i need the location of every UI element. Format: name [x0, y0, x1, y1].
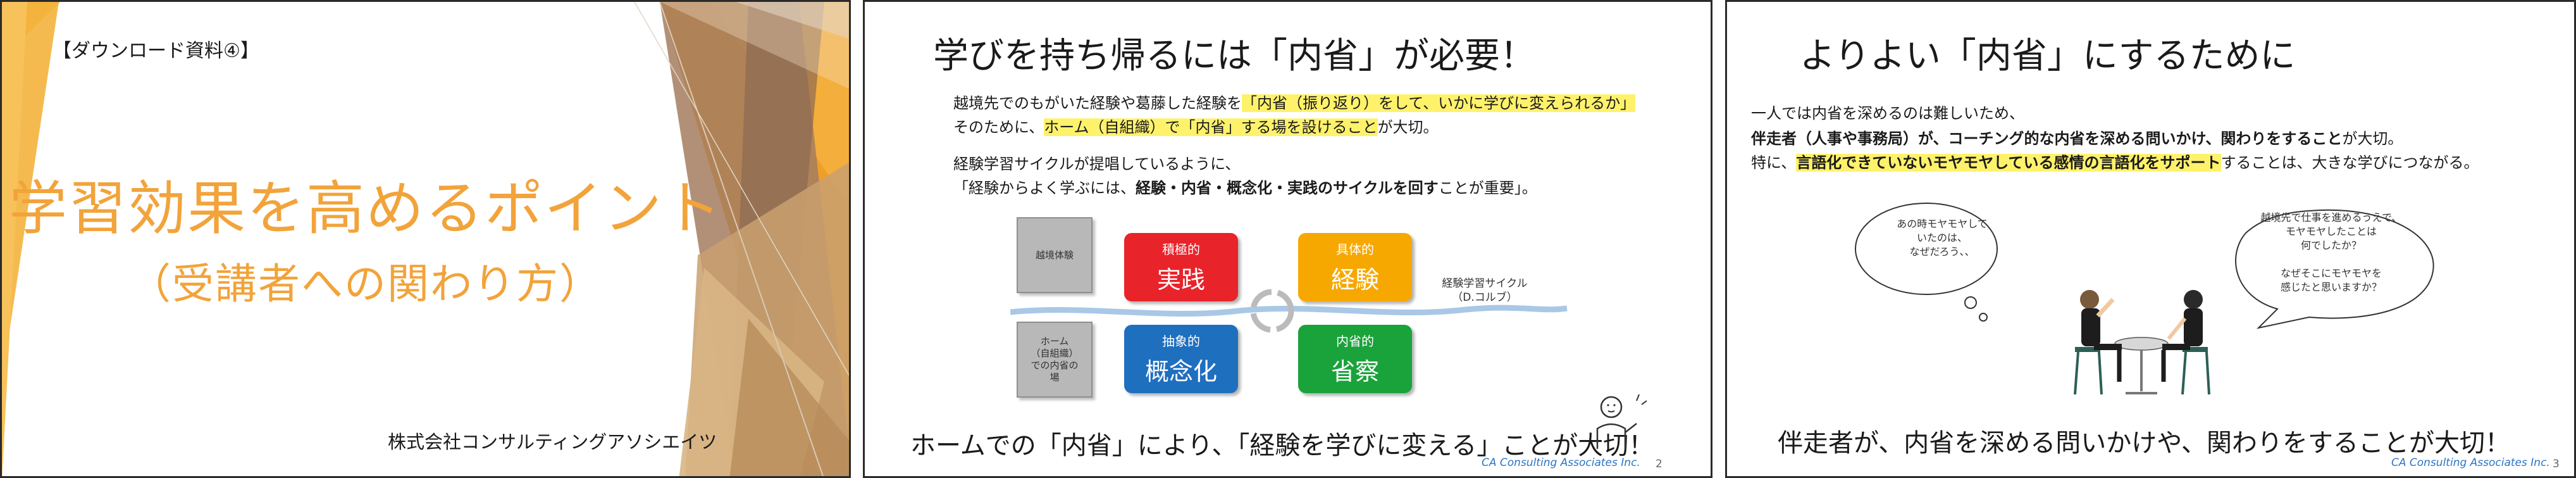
slide-subtitle: （受講者への関わり方）: [129, 260, 602, 308]
thinking-person-icon: [1596, 394, 1647, 449]
text: 特に、: [1751, 154, 1797, 172]
paragraph-line: 経験学習サイクルが提唱しているように、: [953, 155, 1241, 173]
paragraph-line: 伴走者（人事や事務局）が、コーチング的な内省を深める問いかけ、関わりをすることが…: [1751, 126, 2403, 148]
label-ekkyo-taiken: 越境体験: [1017, 217, 1093, 293]
paragraph-line: 特に、言語化できていないモヤモヤしている感情の言語化をサポートすることは、大きな…: [1751, 150, 2479, 172]
page-number: 3: [2553, 458, 2560, 470]
caption-line: 経験学習サイクル: [1442, 277, 1528, 290]
cycle-box-conceptualization: 抽象的 概念化: [1124, 325, 1238, 393]
paragraph-line: 「経験からよく学ぶには、経験・内省・概念化・実践のサイクルを回すことが重要」。: [953, 175, 1537, 198]
bold-text: 伴走者（人事や事務局）が、コーチング的な内省を深める問いかけ、関わりをすること: [1751, 130, 2343, 148]
slide-2: 学びを持ち帰るには「内省」が必要！ 越境先でのもがいた経験や葛藤した経験を「内省…: [863, 0, 1712, 478]
slide-title: 学習効果を高めるポイント: [8, 175, 722, 242]
text: が大切。: [2342, 130, 2403, 148]
text: そのために、: [953, 118, 1044, 136]
box-sub-label: 具体的: [1336, 242, 1374, 257]
paragraph-line: 一人では内省を深めるのは難しいため、: [1751, 104, 2024, 122]
text: ことが重要」。: [1438, 179, 1537, 197]
text: することは、大きな学びにつながる。: [2220, 154, 2479, 172]
highlight-text: ホーム（自組織）で「内省」する場を設けること: [1044, 118, 1378, 136]
slide-1: 【ダウンロード資料④】 学習効果を高めるポイント （受講者への関わり方） 株式会…: [0, 0, 851, 478]
highlight-text: 「内省（振り返り）をして、いかに学びに変えられるか」: [1242, 94, 1636, 112]
text: が大切。: [1377, 118, 1439, 136]
box-sub-label: 内省的: [1336, 334, 1374, 349]
text: 越境先でのもがいた経験や葛藤した経験を: [953, 94, 1242, 112]
slide-3: よりよい「内省」にするために 一人では内省を深めるのは難しいため、 伴走者（人事…: [1725, 0, 2576, 478]
company-name: 株式会社コンサルティングアソシエイツ: [388, 431, 717, 453]
cycle-divider: [1010, 289, 1568, 333]
text: 「経験からよく学ぶには、: [953, 179, 1136, 197]
highlight-text: 言語化できていないモヤモヤしている感情の言語化をサポート: [1796, 154, 2221, 172]
company-logo: CA Consulting Associates Inc.: [1482, 456, 1640, 469]
label-home-reflection: ホーム （自組織） での内省の 場: [1017, 322, 1093, 398]
slide-title: よりよい「内省」にするために: [1800, 35, 2296, 77]
box-main-label: 実践: [1156, 266, 1205, 294]
key-message: ホームでの「内省」により、「経験を学びに変える」ことが大切！: [910, 431, 1654, 460]
decorative-background: [2, 2, 849, 476]
thought-bubble-text: あの時モヤモヤして いたのは、 なぜだろう、、: [1897, 218, 1988, 258]
cycle-caption: 経験学習サイクル （D.コルブ）: [1428, 277, 1542, 305]
box-main-label: 経験: [1330, 266, 1379, 294]
box-main-label: 概念化: [1144, 358, 1217, 386]
caption-line: （D.コルブ）: [1452, 291, 1518, 304]
slide-title: 学びを持ち帰るには「内省」が必要！: [933, 35, 1535, 77]
document-tag: 【ダウンロード資料④】: [53, 40, 259, 62]
coaching-illustration: [1855, 203, 2434, 395]
experiential-learning-cycle: 越境体験 ホーム （自組織） での内省の 場 積極的 実践 具体的 経験 抽象的…: [1010, 211, 1580, 401]
speech-bubble-text: 越境先で仕事を進めるうえで、 モヤモヤしたことは 何でしたか？ なぜそこにモヤモ…: [2260, 211, 2402, 293]
box-main-label: 省察: [1330, 358, 1379, 386]
cycle-box-practice: 積極的 実践: [1124, 233, 1238, 301]
cycle-box-reflection: 内省的 省察: [1298, 325, 1412, 393]
cycle-box-experience: 具体的 経験: [1298, 233, 1412, 301]
page-number: 2: [1656, 458, 1663, 470]
key-message: 伴走者が、内省を深める問いかけや、関わりをすることが大切！: [1778, 429, 2510, 458]
box-sub-label: 抽象的: [1162, 334, 1200, 349]
company-logo: CA Consulting Associates Inc.: [2391, 456, 2550, 469]
paragraph-line: そのために、ホーム（自組織）で「内省」する場を設けることが大切。: [953, 115, 1439, 137]
bold-text: 経験・内省・概念化・実践のサイクルを回す: [1136, 179, 1439, 197]
box-sub-label: 積極的: [1162, 242, 1200, 257]
paragraph-line: 越境先でのもがいた経験や葛藤した経験を「内省（振り返り）をして、いかに学びに変え…: [953, 91, 1636, 113]
